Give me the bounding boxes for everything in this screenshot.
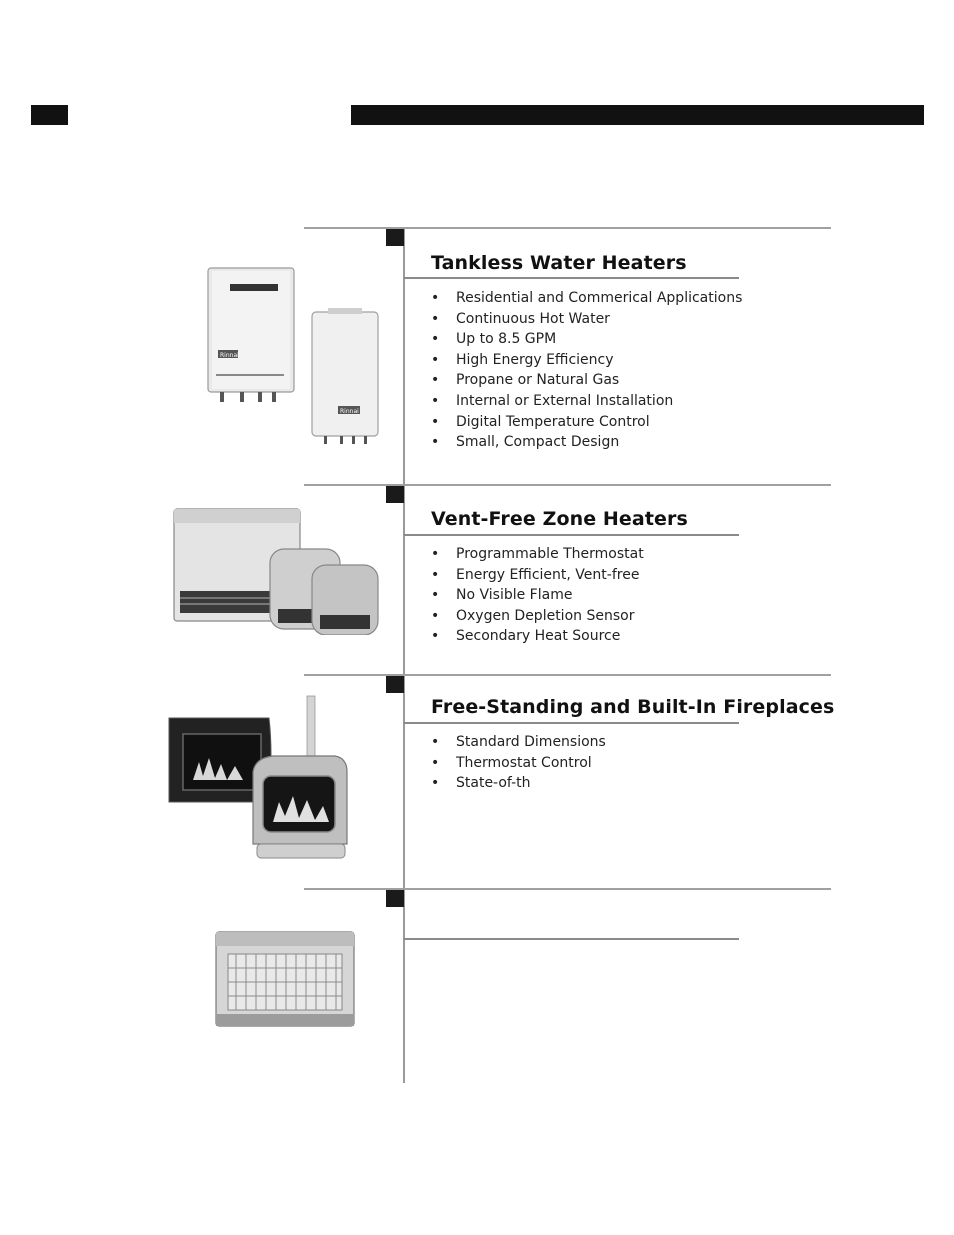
section-title-fireplaces: Free-Standing and Built-In Fireplaces (431, 696, 835, 718)
list-item: Up to 8.5 GPM (431, 329, 742, 350)
section-3-marker (386, 676, 404, 693)
section-3-top-rule (304, 674, 831, 676)
bullet-list-vent-free: Programmable Thermostat Energy Efficient… (431, 544, 644, 647)
section-2-top-rule (304, 484, 831, 486)
list-item: Energy Efficient, Vent-free (431, 565, 644, 586)
vertical-divider (403, 228, 405, 1083)
bullet-list-fireplaces: Standard Dimensions Thermostat Control S… (431, 732, 606, 794)
section-title-vent-free: Vent-Free Zone Heaters (431, 508, 688, 530)
list-item: Oxygen Depletion Sensor (431, 606, 644, 627)
wall-heater-image (215, 931, 355, 1027)
section-1-top-rule (304, 227, 831, 229)
header-bar-right (351, 105, 924, 125)
list-item: Standard Dimensions (431, 732, 606, 753)
section-1-marker (386, 229, 404, 246)
logo-text-rear: Rinnai (220, 352, 239, 359)
section-4-marker (386, 890, 404, 907)
header-bar-left (31, 105, 68, 125)
section-3-title-rule (404, 722, 739, 724)
vent-free-zone-heater-image (173, 508, 379, 635)
tankless-water-heater-image: Rinnai Rinnai (207, 267, 379, 444)
list-item: Residential and Commerical Applications (431, 288, 742, 309)
list-item: Thermostat Control (431, 753, 606, 774)
list-item: Continuous Hot Water (431, 309, 742, 330)
fireplaces-image (168, 695, 348, 859)
list-item: State-of-th (431, 773, 606, 794)
list-item: Internal or External Installation (431, 391, 742, 412)
section-2-title-rule (404, 534, 739, 536)
logo-text-front: Rinnai (340, 408, 359, 415)
list-item: Programmable Thermostat (431, 544, 644, 565)
list-item: Secondary Heat Source (431, 626, 644, 647)
list-item: Digital Temperature Control (431, 412, 742, 433)
list-item: Small, Compact Design (431, 432, 742, 453)
section-title-tankless: Tankless Water Heaters (431, 252, 687, 274)
section-4-title-rule (404, 938, 739, 940)
list-item: Propane or Natural Gas (431, 370, 742, 391)
section-4-top-rule (304, 888, 831, 890)
list-item: High Energy Efficiency (431, 350, 742, 371)
bullet-list-tankless: Residential and Commerical Applications … (431, 288, 742, 453)
section-1-title-rule (404, 277, 739, 279)
section-2-marker (386, 486, 404, 503)
list-item: No Visible Flame (431, 585, 644, 606)
